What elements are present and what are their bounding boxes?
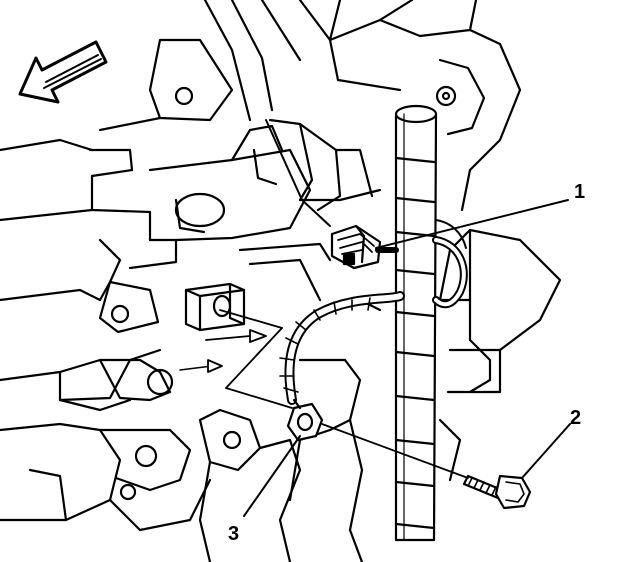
vertical-tube — [394, 104, 438, 542]
wiring-harness — [279, 219, 468, 405]
callout-label-3: 3 — [228, 523, 239, 545]
installation-guide-lines — [179, 309, 469, 479]
callout-label-1: 1 — [574, 181, 585, 203]
mounting-bolt — [462, 474, 532, 510]
engine-block-body — [0, 0, 562, 562]
leader-lines — [243, 199, 571, 517]
ground-eyelet — [286, 398, 324, 442]
callout-label-2: 2 — [570, 407, 581, 429]
electrical-connector — [265, 119, 399, 270]
front-direction-arrow-icon — [18, 40, 108, 104]
